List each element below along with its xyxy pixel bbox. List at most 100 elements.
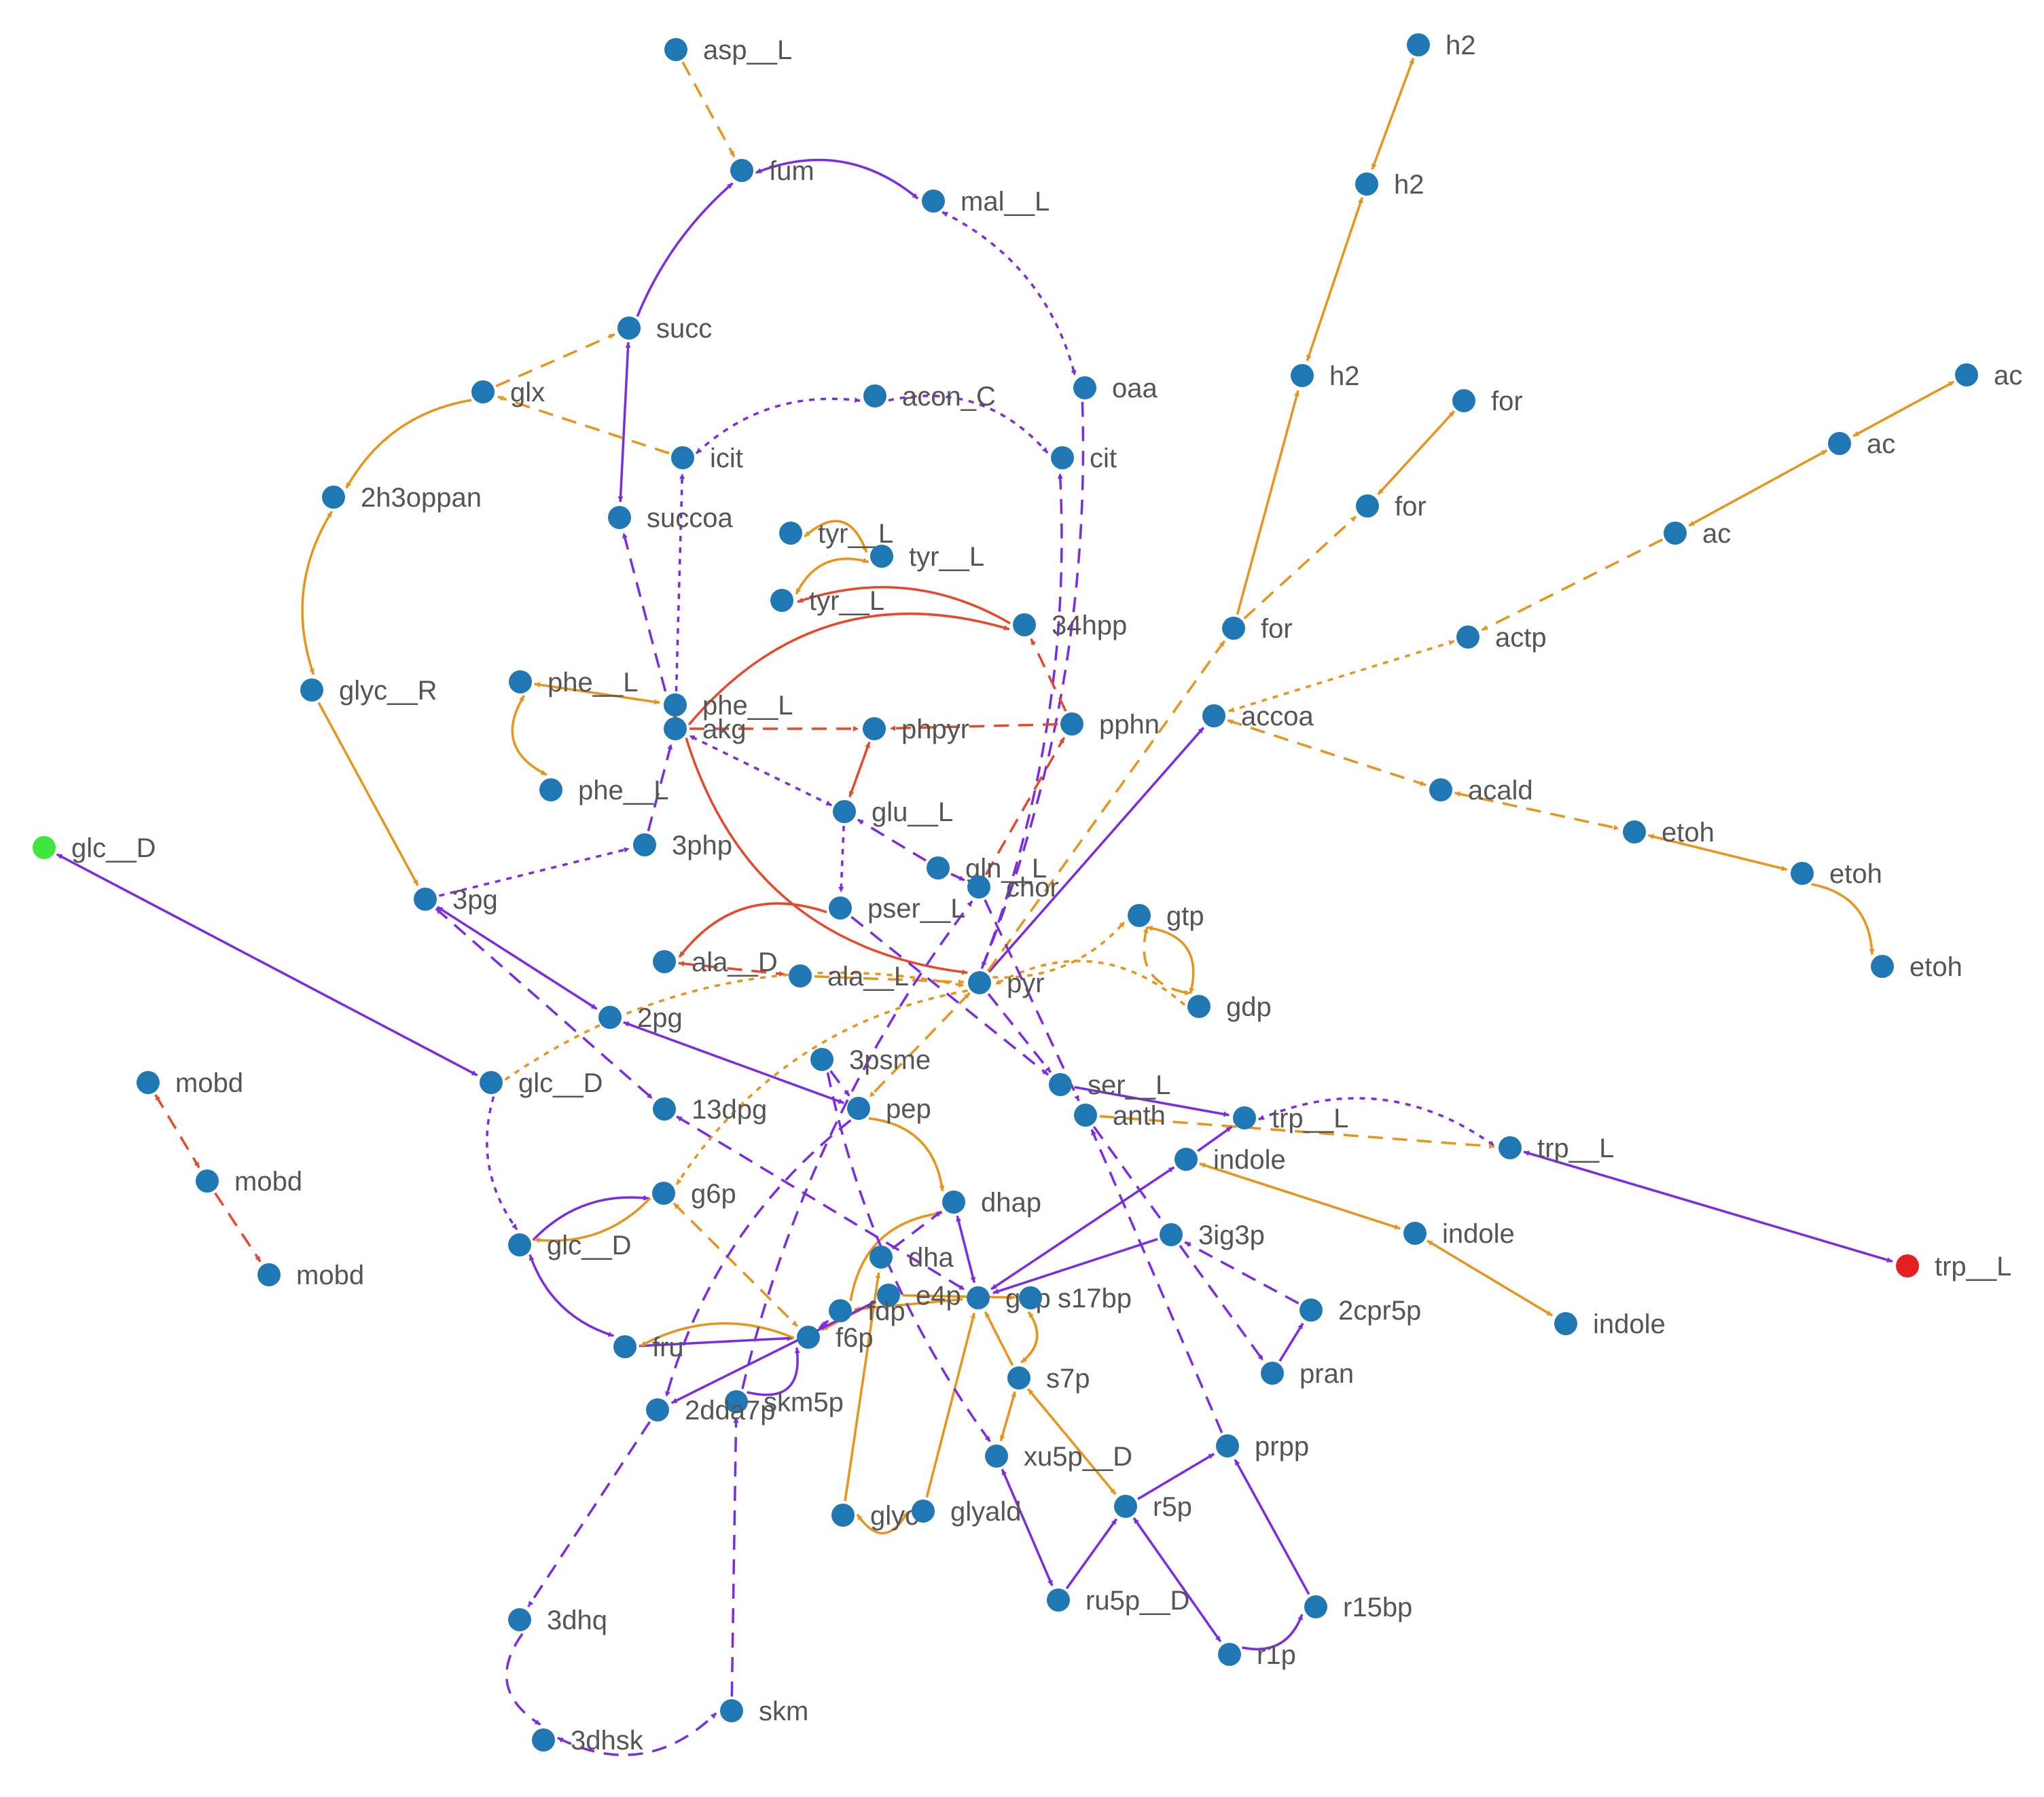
node-dot[interactable] — [1291, 364, 1314, 387]
node-dot[interactable] — [1896, 1254, 1919, 1277]
node-dot[interactable] — [1216, 1434, 1239, 1457]
node-glyc[interactable]: glyc — [831, 1501, 918, 1531]
node-s17bp[interactable]: s17bp — [1019, 1284, 1132, 1313]
node-ala_L[interactable]: ala__L — [789, 962, 909, 992]
node-dot[interactable] — [789, 964, 812, 987]
node-phe_L_c[interactable]: phe__L — [539, 776, 668, 805]
node-r1p[interactable]: r1p — [1218, 1640, 1296, 1670]
node-gtp[interactable]: gtp — [1128, 901, 1204, 931]
node-ser_L[interactable]: ser__L — [1049, 1070, 1170, 1100]
node-mal_L[interactable]: mal__L — [922, 187, 1050, 217]
node-dot[interactable] — [471, 380, 495, 403]
node-pep[interactable]: pep — [847, 1094, 931, 1124]
node-pser_L[interactable]: pser__L — [829, 894, 966, 924]
node-pphn[interactable]: pphn — [1060, 710, 1160, 740]
node-tyr_L_b[interactable]: tyr__L — [870, 542, 984, 572]
node-dot[interactable] — [1218, 1643, 1241, 1666]
node-r15bp[interactable]: r15bp — [1304, 1593, 1412, 1622]
node-dot[interactable] — [1355, 173, 1378, 196]
node-dot[interactable] — [985, 1445, 1008, 1468]
node-fru[interactable]: fru — [613, 1332, 684, 1362]
node-h2_a[interactable]: h2 — [1407, 31, 1476, 60]
node-ac_a[interactable]: ac — [1955, 361, 2022, 391]
node-skm[interactable]: skm — [720, 1696, 808, 1726]
node-dot[interactable] — [1202, 704, 1225, 727]
node-dot[interactable] — [829, 1299, 852, 1322]
node-2cpr5p[interactable]: 2cpr5p — [1299, 1296, 1421, 1326]
node-dot[interactable] — [1049, 1073, 1072, 1096]
node-dot[interactable] — [1128, 904, 1151, 927]
node-3ig3p[interactable]: 3ig3p — [1160, 1220, 1265, 1250]
node-dot[interactable] — [664, 38, 687, 61]
node-dot[interactable] — [532, 1728, 555, 1751]
node-dhap[interactable]: dhap — [942, 1188, 1041, 1218]
node-glc_D_b[interactable]: glc__D — [480, 1068, 603, 1098]
node-cit[interactable]: cit — [1051, 443, 1117, 473]
node-dot[interactable] — [1060, 712, 1083, 736]
node-indole_b[interactable]: indole — [1403, 1219, 1515, 1249]
node-glx[interactable]: glx — [471, 378, 545, 407]
node-2pg[interactable]: 2pg — [598, 1003, 683, 1033]
node-prpp[interactable]: prpp — [1216, 1432, 1309, 1462]
node-dot[interactable] — [1356, 494, 1379, 518]
node-dot[interactable] — [633, 833, 656, 856]
node-icit[interactable]: icit — [671, 443, 743, 473]
node-dot[interactable] — [508, 1608, 531, 1631]
node-3pg[interactable]: 3pg — [414, 885, 498, 915]
node-dot[interactable] — [927, 856, 950, 879]
node-dot[interactable] — [664, 693, 687, 716]
node-13dpg[interactable]: 13dpg — [653, 1095, 767, 1125]
node-pran[interactable]: pran — [1261, 1359, 1354, 1389]
node-accoa[interactable]: accoa — [1202, 702, 1314, 731]
node-for_b[interactable]: for — [1356, 492, 1427, 522]
node-asp_L[interactable]: asp__L — [664, 35, 792, 65]
node-dot[interactable] — [480, 1071, 503, 1094]
node-dot[interactable] — [1456, 625, 1480, 649]
node-dot[interactable] — [725, 1390, 748, 1413]
node-glc_D_c[interactable]: glc__D — [508, 1231, 632, 1260]
node-dot[interactable] — [942, 1191, 965, 1214]
node-ala_D[interactable]: ala__D — [653, 947, 778, 977]
node-dot[interactable] — [810, 1048, 833, 1071]
node-dot[interactable] — [1452, 389, 1475, 412]
node-dot[interactable] — [869, 1246, 893, 1269]
node-dot[interactable] — [730, 159, 753, 182]
node-dot[interactable] — [257, 1263, 281, 1286]
node-dot[interactable] — [196, 1169, 219, 1193]
node-phe_L_a[interactable]: phe__L — [509, 668, 638, 697]
node-dot[interactable] — [509, 670, 532, 693]
node-dot[interactable] — [1047, 1589, 1070, 1612]
node-3dhsk[interactable]: 3dhsk — [532, 1726, 644, 1756]
node-for_a[interactable]: for — [1452, 386, 1523, 416]
node-dot[interactable] — [1955, 363, 1978, 386]
node-e4p[interactable]: e4p — [877, 1281, 961, 1311]
node-dot[interactable] — [1013, 613, 1036, 636]
node-dot[interactable] — [539, 778, 562, 801]
node-dot[interactable] — [1007, 1366, 1030, 1390]
node-dot[interactable] — [1791, 862, 1814, 885]
node-tyr_L_c[interactable]: tyr__L — [770, 586, 884, 616]
node-dha[interactable]: dha — [869, 1243, 954, 1273]
node-succoa[interactable]: succoa — [608, 503, 733, 533]
node-dot[interactable] — [1114, 1495, 1137, 1518]
node-dot[interactable] — [653, 1097, 676, 1121]
node-etoh_c[interactable]: etoh — [1871, 952, 1962, 982]
node-dot[interactable] — [967, 1286, 990, 1309]
node-dot[interactable] — [922, 189, 945, 213]
node-dot[interactable] — [1429, 778, 1452, 801]
node-dot[interactable] — [847, 1097, 870, 1120]
node-dot[interactable] — [1299, 1299, 1323, 1322]
node-s7p[interactable]: s7p — [1007, 1364, 1090, 1394]
node-dot[interactable] — [1019, 1286, 1042, 1309]
node-ac_b[interactable]: ac — [1828, 429, 1895, 459]
node-3php[interactable]: 3php — [633, 831, 732, 860]
node-g6p[interactable]: g6p — [652, 1179, 736, 1209]
node-r5p[interactable]: r5p — [1114, 1492, 1192, 1522]
node-dot[interactable] — [1407, 33, 1430, 56]
node-dot[interactable] — [1187, 995, 1211, 1018]
node-2dda7p[interactable]: 2dda7p — [646, 1396, 775, 1426]
node-dot[interactable] — [613, 1335, 636, 1358]
node-skm5p[interactable]: skm5p — [725, 1387, 844, 1417]
node-fum[interactable]: fum — [730, 156, 814, 186]
node-phpyr[interactable]: phpyr — [863, 714, 969, 744]
